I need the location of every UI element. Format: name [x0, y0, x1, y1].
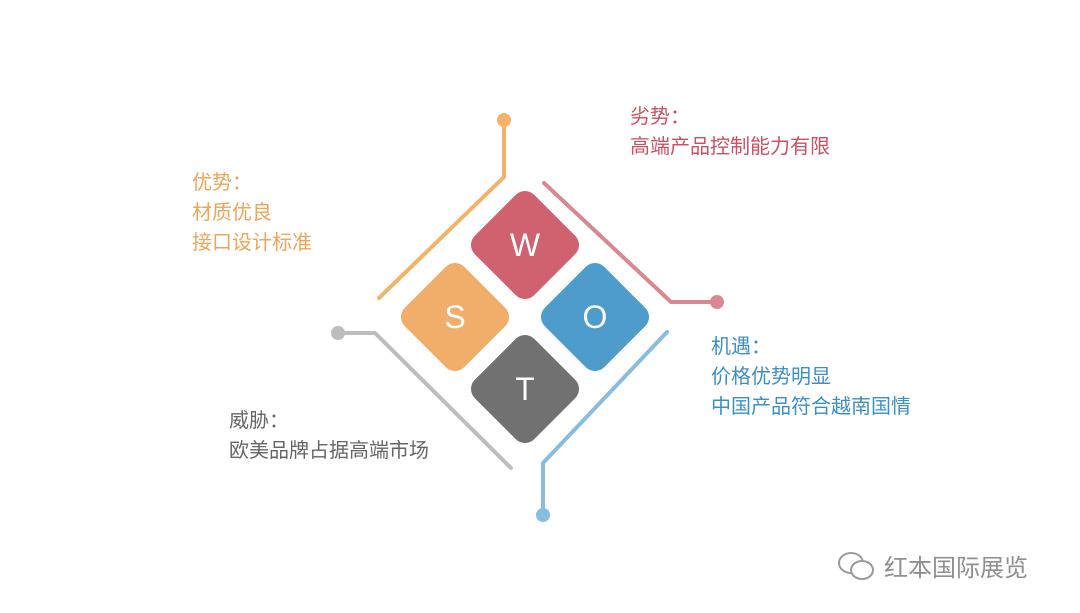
threats-item: 欧美品牌占据高端市场: [229, 438, 429, 462]
weaknesses-letter: W: [509, 227, 541, 263]
strengths-letter: S: [444, 299, 466, 335]
strengths-item: 材质优良: [192, 200, 272, 224]
threats-text-block: 威胁： 欧美品牌占据高端市场: [229, 405, 429, 465]
strengths-connector-dot: [497, 113, 511, 127]
threats-connector-dot: [331, 326, 345, 340]
opportunities-letter: O: [582, 299, 608, 335]
opportunities-item: 价格优势明显: [711, 364, 831, 388]
opportunities-item: 中国产品符合越南国情: [711, 394, 911, 418]
watermark: 红本国际展览: [838, 547, 1028, 583]
opportunities-text-block: 机遇： 价格优势明显 中国产品符合越南国情: [711, 331, 911, 421]
opportunities-connector-dot: [536, 508, 550, 522]
threats-connector-line: [337, 331, 513, 470]
strengths-item: 接口设计标准: [192, 230, 312, 254]
strengths-heading: 优势：: [192, 170, 252, 194]
wechat-icon: [838, 550, 876, 580]
weaknesses-item: 高端产品控制能力有限: [630, 134, 830, 158]
opportunities-connector-line: [541, 330, 669, 515]
opportunities-heading: 机遇：: [711, 334, 771, 358]
weaknesses-text-block: 劣势： 高端产品控制能力有限: [630, 101, 830, 161]
strengths-text-block: 优势： 材质优良 接口设计标准: [192, 167, 312, 257]
threats-letter: T: [515, 371, 535, 407]
weaknesses-connector-line: [542, 181, 718, 304]
weaknesses-connector-dot: [710, 295, 724, 309]
weaknesses-heading: 劣势：: [630, 104, 690, 128]
strengths-connector-line: [377, 120, 506, 300]
threats-heading: 威胁：: [229, 408, 289, 432]
watermark-text: 红本国际展览: [884, 553, 1028, 582]
